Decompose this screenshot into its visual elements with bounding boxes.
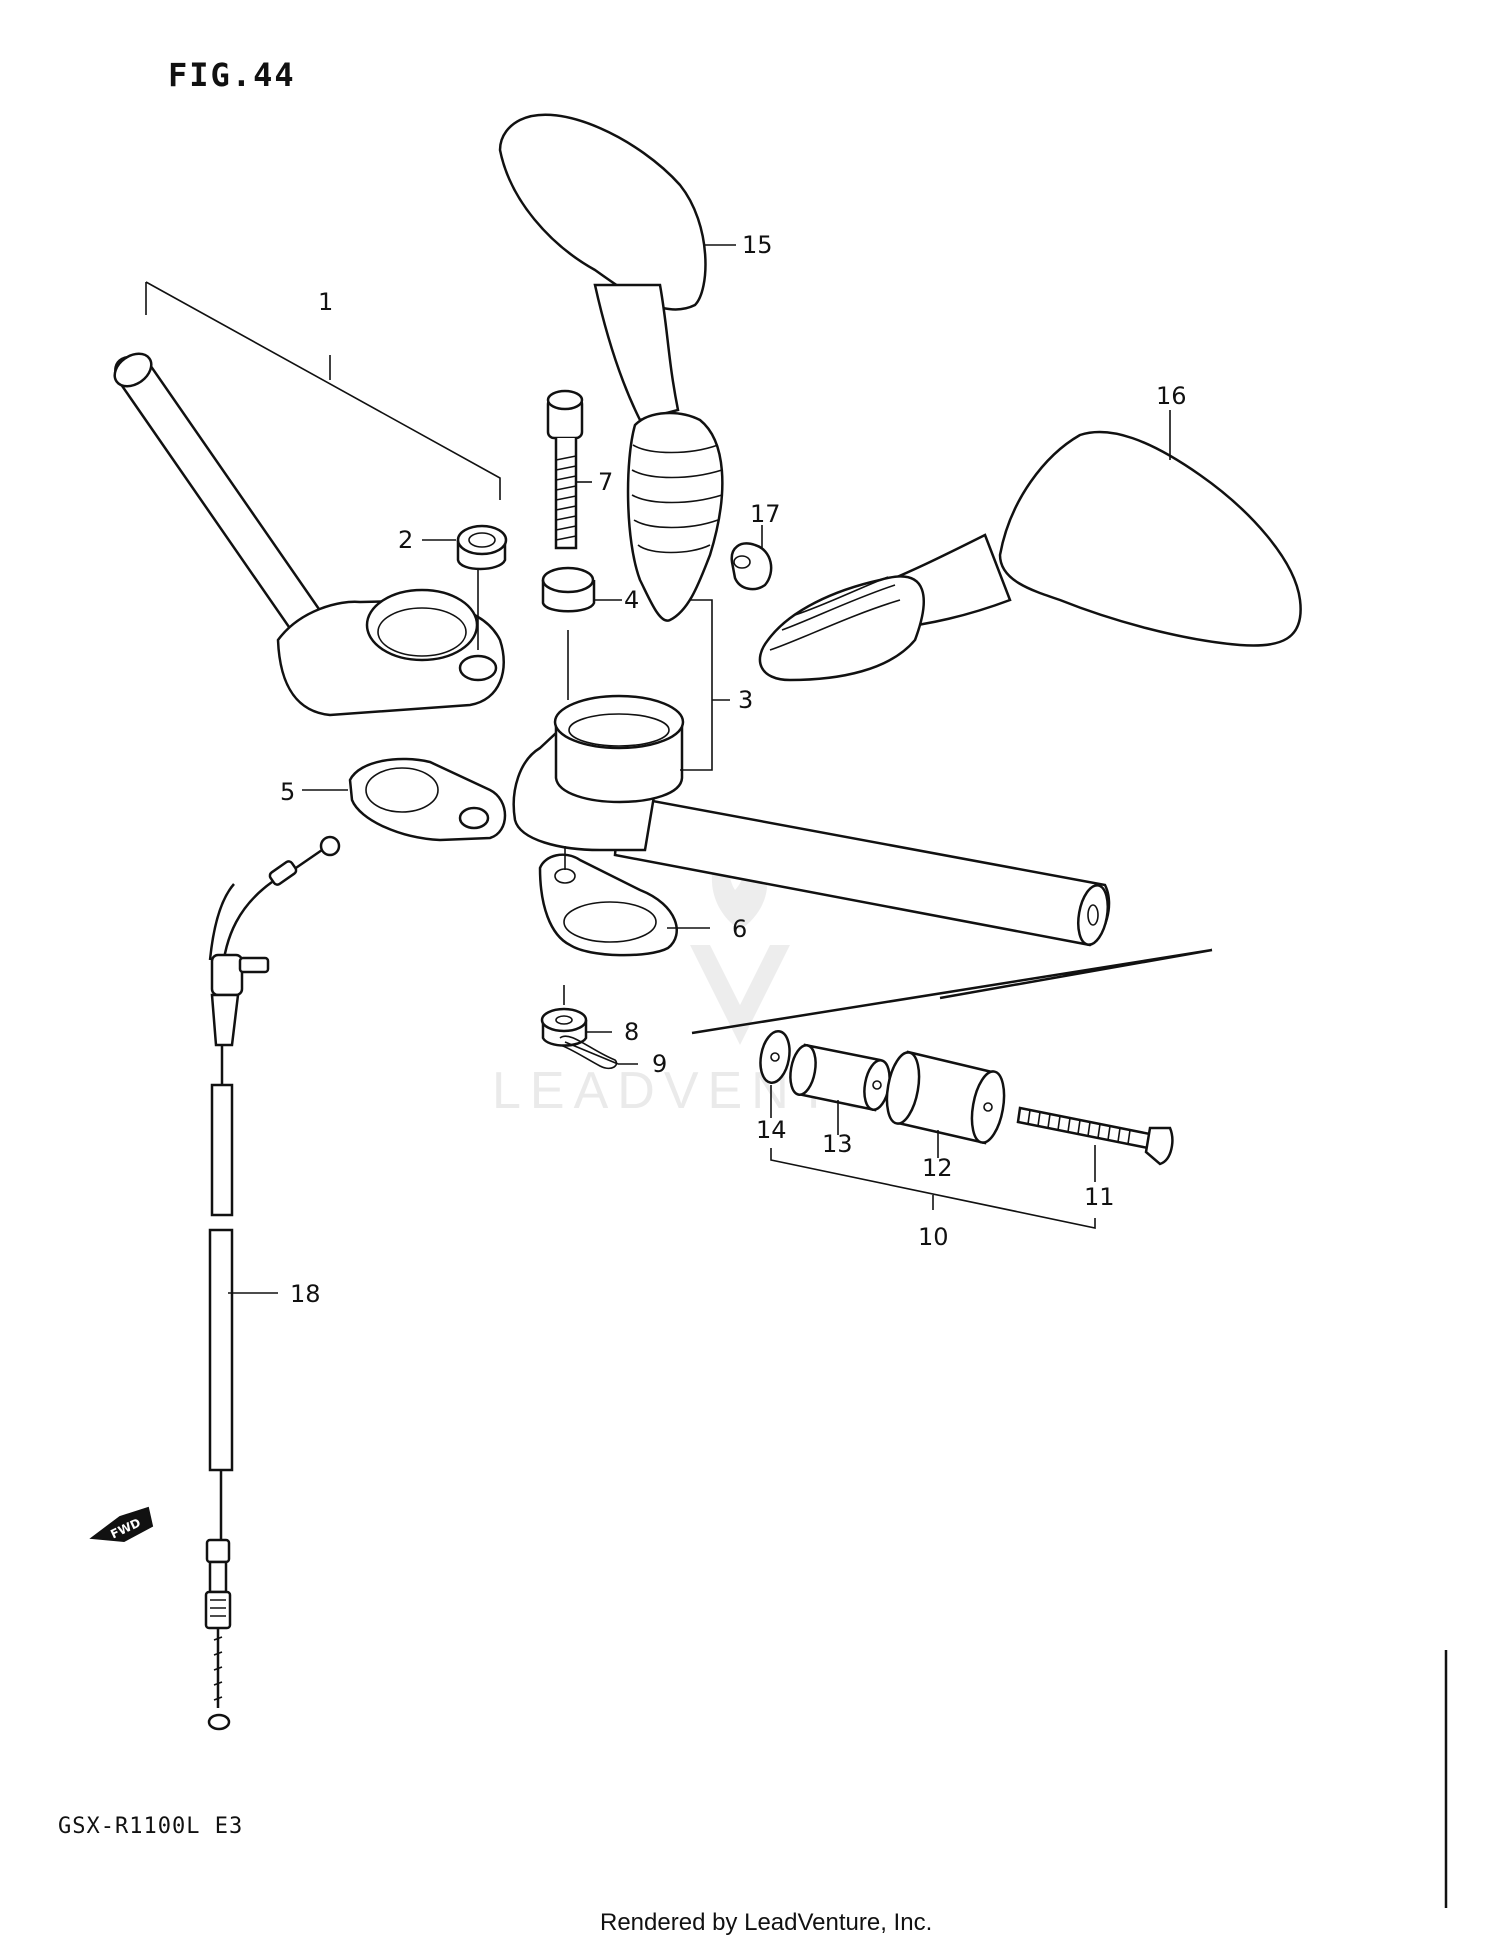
part-16-right-mirror[interactable] [758, 430, 1302, 682]
part-11-screw[interactable] [1016, 1106, 1174, 1166]
callout-2: 2 [398, 526, 413, 554]
callout-8: 8 [624, 1018, 639, 1046]
callout-10: 10 [918, 1223, 949, 1251]
callout-5: 5 [280, 778, 295, 806]
callout-17: 17 [750, 500, 781, 528]
callout-18: 18 [290, 1280, 321, 1308]
part-9-cotter-pin[interactable] [559, 1035, 619, 1070]
part-15-left-mirror[interactable] [498, 113, 724, 622]
part-6-lower-plate[interactable] [538, 853, 678, 957]
part-14-washer[interactable] [757, 1029, 794, 1085]
callout-4: 4 [624, 586, 639, 614]
fwd-arrow-icon: FWD [89, 1506, 154, 1543]
figure-title: FIG.44 [168, 56, 296, 94]
part-13-inner-weight[interactable] [787, 1043, 893, 1112]
callout-9: 9 [652, 1050, 667, 1078]
part-4-collar[interactable] [541, 566, 596, 613]
part-8-nut[interactable] [540, 1007, 588, 1047]
part-12-outer-weight[interactable] [882, 1050, 1009, 1145]
part-5-spacer-plate[interactable] [348, 757, 507, 842]
callout-3: 3 [738, 686, 753, 714]
footer-credit: Rendered by LeadVenture, Inc. [600, 1909, 932, 1936]
callout-14: 14 [756, 1116, 787, 1144]
callout-6: 6 [732, 915, 747, 943]
callout-7: 7 [598, 468, 613, 496]
callout-15: 15 [742, 231, 773, 259]
part-2-nut[interactable] [456, 524, 508, 571]
part-17-plug[interactable] [730, 542, 773, 591]
part-18-throttle-cable[interactable] [204, 835, 341, 1731]
model-code: GSX-R1100L E3 [58, 1814, 243, 1839]
callout-1: 1 [318, 288, 333, 316]
callout-12: 12 [922, 1154, 953, 1182]
part-7-bolt[interactable] [546, 389, 584, 550]
part-1-left-handlebar[interactable] [109, 347, 505, 717]
callout-16: 16 [1156, 382, 1187, 410]
callout-13: 13 [822, 1130, 853, 1158]
part-3-right-handlebar[interactable] [512, 694, 1112, 947]
callout-11: 11 [1084, 1183, 1115, 1211]
